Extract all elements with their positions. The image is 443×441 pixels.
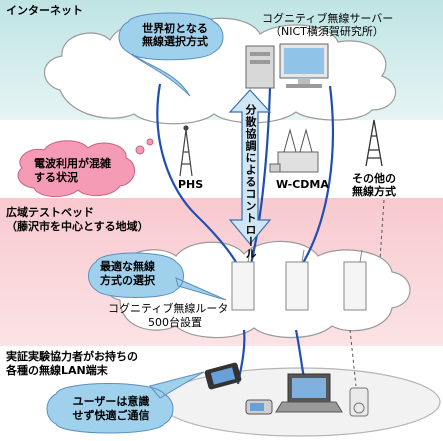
terminal-label-line2: 各種の無線LAN端末 (6, 364, 108, 377)
world-first-text-line1: 世界初となる (142, 22, 208, 35)
router-label-line1: コグニティブ無線ルータ (108, 302, 229, 315)
phs-tower-icon (179, 125, 193, 177)
optimal-text-line2: 方式の選択 (100, 274, 155, 287)
wcdma-station-icon (269, 128, 319, 173)
dashed-lines (349, 199, 385, 387)
phs-label: PHS (178, 178, 204, 191)
internet-label: インターネット (6, 4, 83, 17)
other-label-line2: 無線方式 (352, 185, 396, 198)
optimal-bubble (88, 252, 227, 301)
other-tower-icon (365, 119, 383, 167)
phone-icon (245, 399, 273, 415)
server-label-line1: コグニティブ無線サーバー (262, 12, 394, 25)
control-arrow (228, 89, 272, 245)
congestion-text-line2: する状況 (34, 171, 78, 184)
world-first-bubble (118, 12, 224, 97)
music-player-icon (349, 387, 369, 417)
wide-area-label-line1: 広域テストベッド (6, 206, 94, 219)
router-label-line2: 500台設置 (148, 316, 202, 329)
user-text-line1: ユーザーは意識 (72, 395, 150, 408)
terminal-label-line1: 実証実験協力者がお持ちの (6, 350, 138, 363)
world-first-text-line2: 無線選択方式 (142, 35, 208, 48)
server-icon (245, 43, 329, 89)
wcdma-label: W-CDMA (276, 178, 329, 191)
laptop-icon (275, 373, 343, 413)
congestion-text-line1: 電波利用が混雑 (34, 157, 111, 170)
router-icon (231, 249, 367, 311)
wide-area-label-line2: （藤沢市を中心とする地域） (6, 220, 149, 233)
other-label-line1: その他の (352, 172, 396, 185)
server-label-line2: （NICT横須賀研究所） (270, 25, 384, 38)
router-cloud (104, 240, 411, 339)
game-device-icon (204, 362, 242, 390)
optimal-text-line1: 最適な無線 (100, 260, 155, 273)
congestion-cloud (17, 138, 154, 197)
control-arrow-label: 分散協調によるコントロール (244, 104, 257, 260)
user-text-line2: せず快適ご通信 (72, 409, 150, 422)
user-bubble (46, 371, 205, 434)
